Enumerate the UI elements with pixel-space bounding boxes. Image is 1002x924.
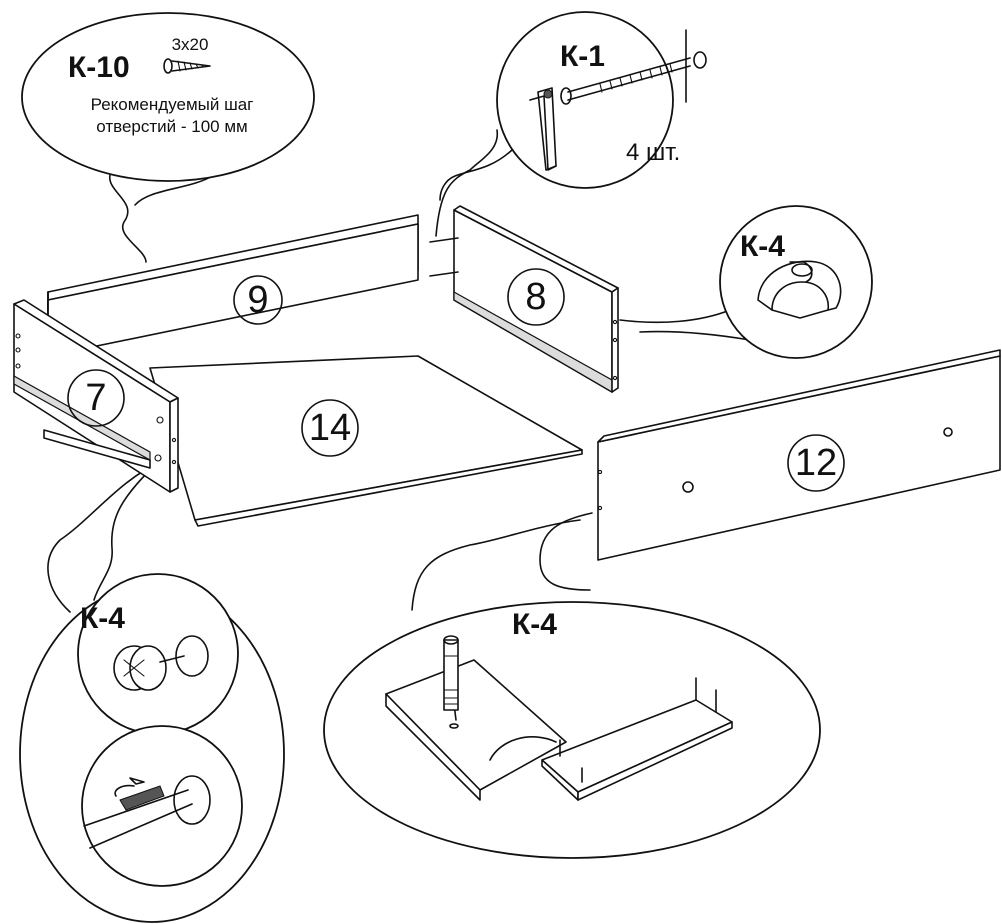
k10-size: 3x20 [172,35,209,54]
callout-k4-left: К-4 [19,573,285,923]
k10-note-line1: Рекомендуемый шаг [91,95,254,114]
part-label-7: 7 [85,377,106,419]
part-label-8: 8 [525,276,546,318]
cam-lock-screwdriver-icon [83,775,211,849]
panel-8: 8 [429,205,619,394]
confirmat-screw-icon [529,29,707,171]
callout-k4-bottom: К-4 [323,601,821,859]
cam-lock-icon [113,635,209,691]
part-label-9: 9 [247,279,268,321]
cam-lock-icon [757,260,842,319]
panel-14: 14 [149,355,583,527]
k1-quantity: 4 шт. [626,139,680,166]
k4-bottom-code: К-4 [512,608,557,641]
part-label-14: 14 [309,407,351,449]
cam-dowel-icon [385,635,733,801]
k4-left-code: К-4 [80,602,125,635]
screw-icon [163,58,211,74]
leader-lines [47,129,751,613]
callout-k4-top: К-4 [719,205,873,359]
callout-k10: К-10 3x20 Рекомендуемый шаг отверстий - … [21,12,315,182]
panel-12: 12 [597,349,1001,561]
panel-7: 7 [13,299,179,493]
k10-note-line2: отверстий - 100 мм [96,117,247,136]
part-label-circle-9 [233,275,283,325]
k4-top-code: К-4 [740,230,785,263]
panel-9: 9 [47,214,419,369]
part-label-12: 12 [795,442,837,484]
k10-code: К-10 [68,51,130,84]
k1-code: К-1 [560,40,605,73]
callout-k1: К-1 4 шт. [496,11,707,189]
